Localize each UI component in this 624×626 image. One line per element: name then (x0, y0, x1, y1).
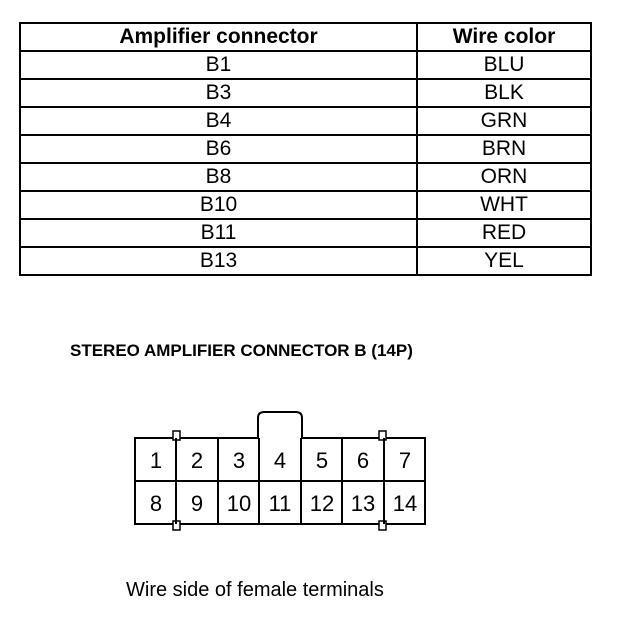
connector-cell: B13 (19, 246, 418, 276)
connector-cell: B3 (19, 78, 418, 108)
pin-label: 13 (351, 491, 375, 516)
pin-label: 3 (233, 448, 245, 473)
wire-color-cell: WHT (416, 190, 592, 220)
connector-cell: B6 (19, 134, 418, 164)
pin-label: 10 (227, 491, 251, 516)
wire-color-cell: RED (416, 218, 592, 248)
wire-color-cell: YEL (416, 246, 592, 276)
table-row: B13 YEL (19, 246, 592, 276)
table-row: B11 RED (19, 218, 592, 248)
table-row: B10 WHT (19, 190, 592, 220)
right-guide-bottom (378, 520, 387, 531)
wire-color-cell: ORN (416, 162, 592, 192)
wire-color-cell: BLK (416, 78, 592, 108)
wire-color-cell: BRN (416, 134, 592, 164)
table-row: B4 GRN (19, 106, 592, 136)
connector-cell: B11 (19, 218, 418, 248)
table-row: B8 ORN (19, 162, 592, 192)
wire-color-cell: GRN (416, 106, 592, 136)
pin-label: 12 (310, 491, 334, 516)
pin-label: 9 (191, 491, 203, 516)
header-amplifier-connector: Amplifier connector (19, 22, 418, 52)
connector-outline (134, 411, 426, 525)
pin-label: 11 (269, 491, 292, 516)
pin-label: 4 (274, 448, 286, 473)
pin-label: 8 (150, 491, 162, 516)
connector-diagram-title: STEREO AMPLIFIER CONNECTOR B (14P) (70, 341, 413, 360)
pin-label: 2 (191, 448, 203, 473)
table-header-row: Amplifier connector Wire color (19, 22, 592, 52)
pin-label: 1 (150, 448, 162, 473)
table-row: B1 BLU (19, 50, 592, 80)
connector-cell: B4 (19, 106, 418, 136)
pin-label: 14 (393, 491, 417, 516)
table-row: B6 BRN (19, 134, 592, 164)
wire-color-table: Amplifier connector Wire color B1 BLU B3… (19, 22, 592, 276)
pin-label: 7 (399, 448, 411, 473)
table-row: B3 BLK (19, 78, 592, 108)
connector-cell: B8 (19, 162, 418, 192)
connector-caption: Wire side of female terminals (126, 579, 384, 601)
header-wire-color: Wire color (416, 22, 592, 52)
wire-color-cell: BLU (416, 50, 592, 80)
right-guide-top (378, 430, 387, 441)
pin-label: 6 (357, 448, 369, 473)
connector-cell: B10 (19, 190, 418, 220)
connector-cell: B1 (19, 50, 418, 80)
pin-label: 5 (316, 448, 328, 473)
